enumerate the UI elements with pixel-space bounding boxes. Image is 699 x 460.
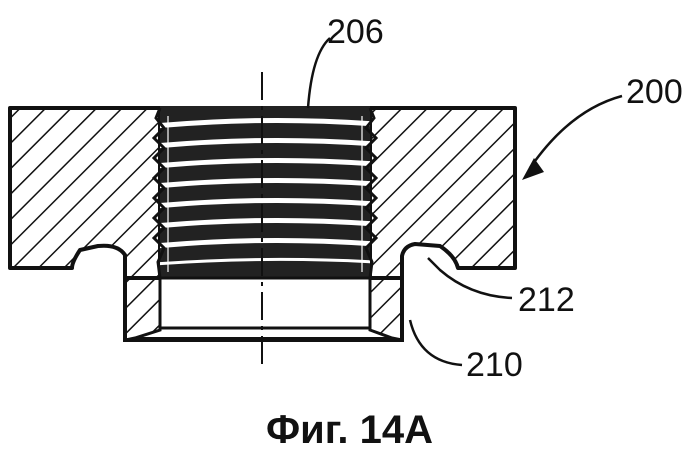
label-200: 200 [626, 75, 683, 109]
body-section-right [370, 108, 515, 278]
label-212: 212 [518, 283, 575, 317]
label-206: 206 [327, 15, 384, 49]
figure-caption: Фиг. 14А [0, 410, 699, 450]
arrowhead-200 [522, 158, 544, 180]
spigot-outline [125, 278, 402, 340]
spigot-wall-left [125, 278, 160, 340]
threaded-bore [155, 106, 375, 278]
label-210: 210 [466, 348, 523, 382]
leader-210 [410, 320, 462, 365]
leader-200 [530, 96, 622, 168]
body-section-left [10, 108, 160, 278]
spigot-wall-right [370, 278, 402, 340]
